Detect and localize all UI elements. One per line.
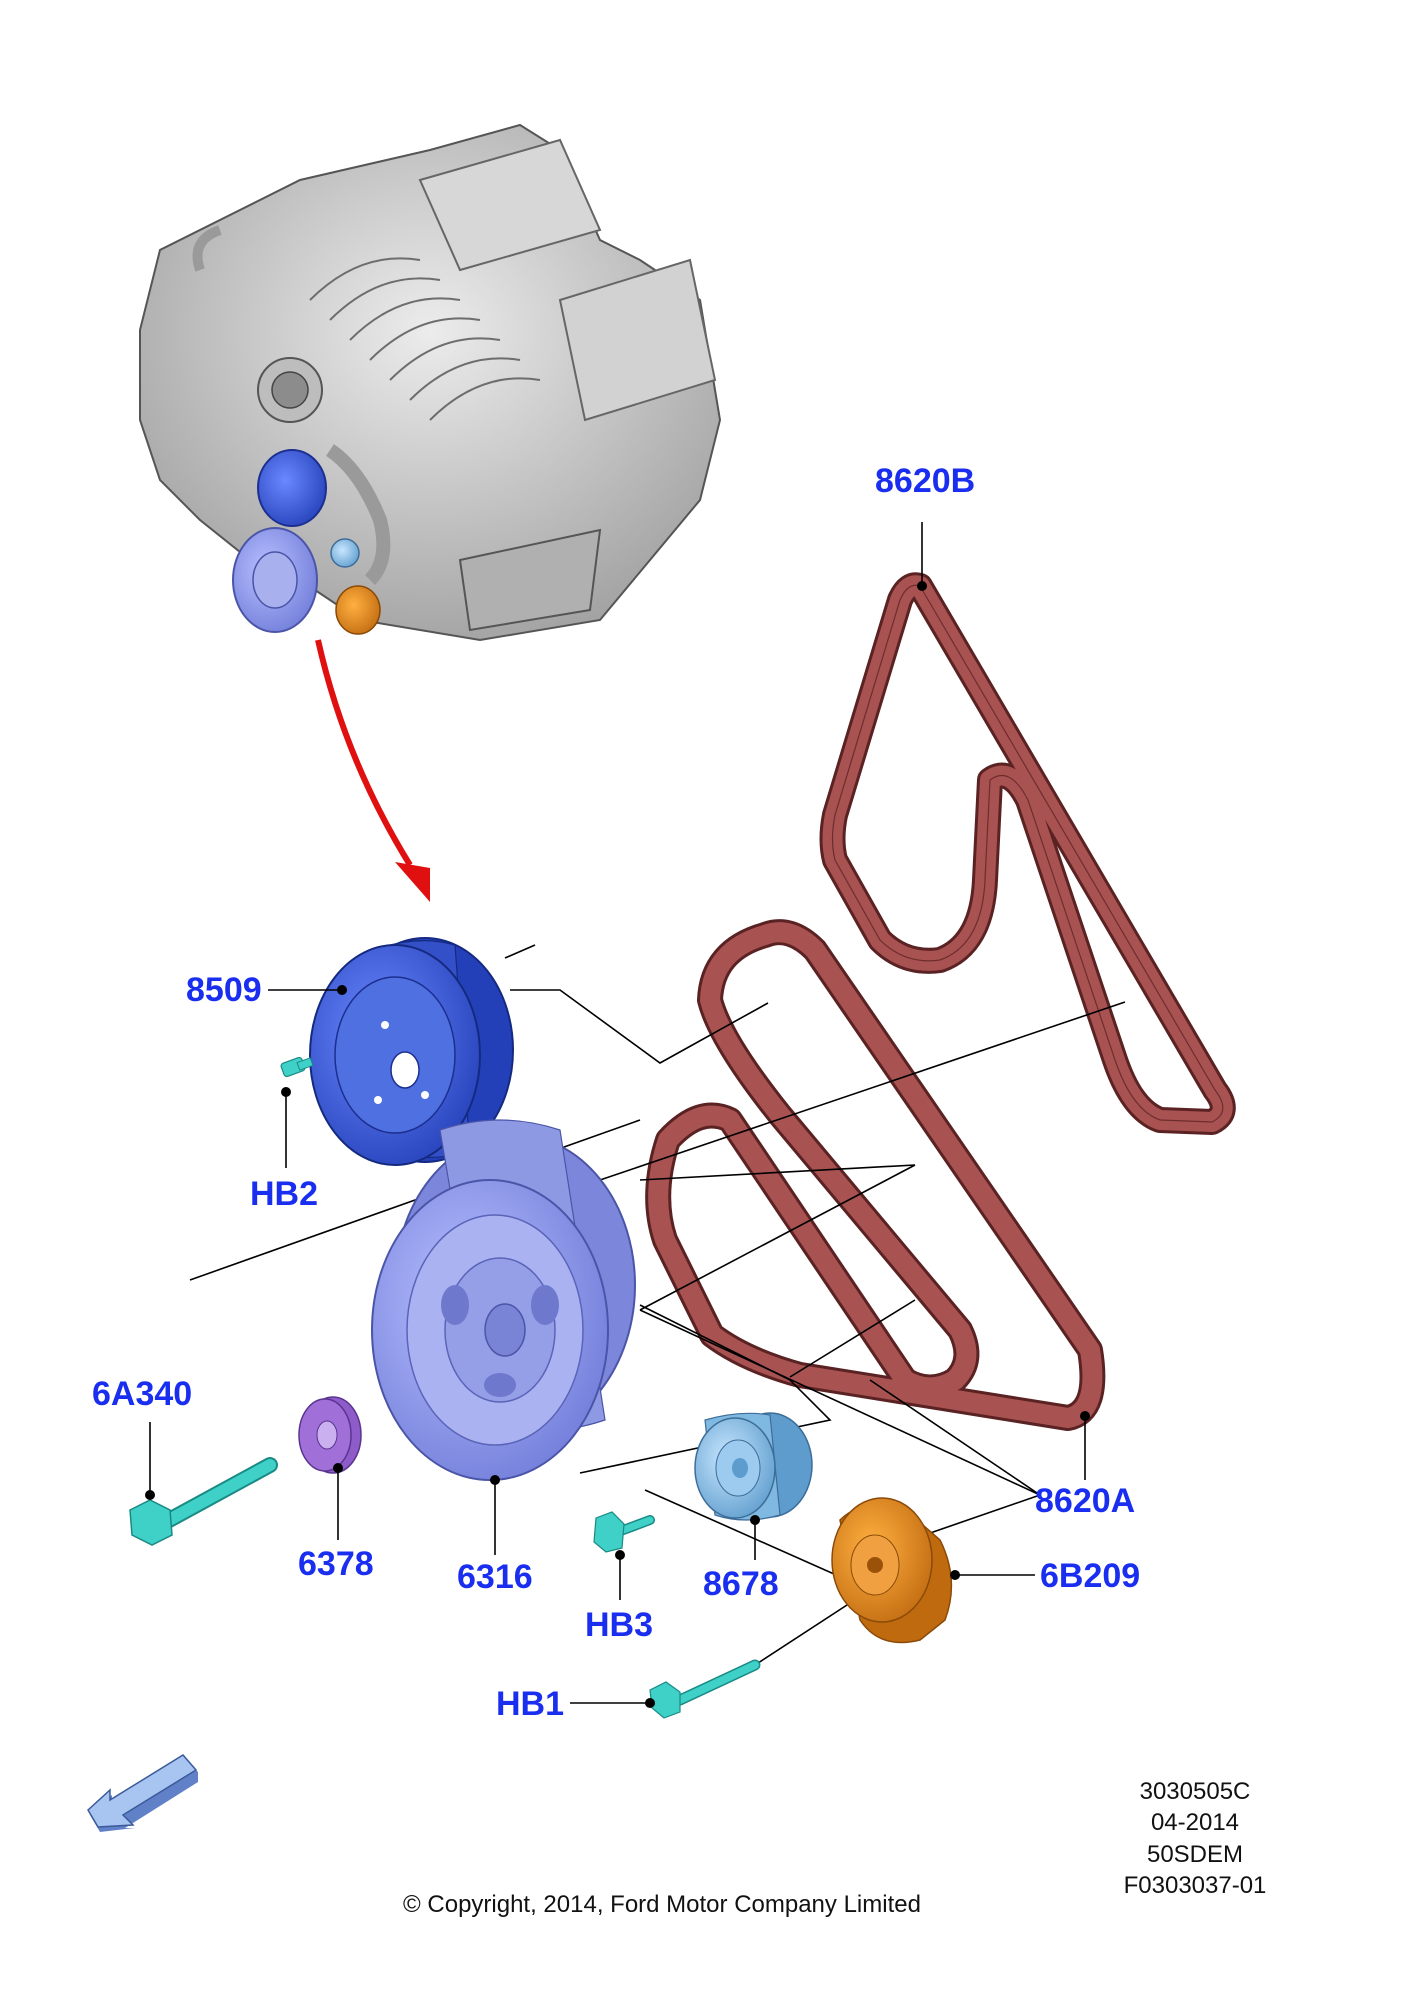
engine-water-pump-pulley (257, 449, 327, 527)
water-pump-pulley-8509 (309, 937, 514, 1166)
callout-6a340[interactable]: 6A340 (92, 1375, 192, 1413)
engine-tensioner (335, 585, 381, 635)
ref-line-2: 04-2014 (1151, 1809, 1239, 1836)
ref-line-4: F0303037-01 (1124, 1872, 1267, 1899)
red-pointer-arrow (315, 639, 430, 902)
reference-block: 3030505C 04-2014 50SDEM F0303037-01 (1124, 1778, 1267, 1899)
callout-6316[interactable]: 6316 (457, 1558, 533, 1596)
callout-8678[interactable]: 8678 (703, 1565, 779, 1603)
bolt-hb2 (280, 1056, 314, 1078)
crank-bolt-6a340 (129, 1457, 278, 1546)
idler-pulley-8678 (694, 1412, 813, 1521)
back-arrow-icon[interactable] (87, 1754, 198, 1832)
ref-line-3: 50SDEM (1147, 1841, 1243, 1868)
callout-8620b[interactable]: 8620B (875, 462, 975, 500)
washer-6378 (298, 1396, 362, 1474)
copyright-text: © Copyright, 2014, Ford Motor Company Li… (403, 1891, 921, 1918)
engine-idler (330, 538, 360, 568)
ref-line-1: 3030505C (1140, 1778, 1251, 1805)
callout-hb1[interactable]: HB1 (496, 1685, 564, 1723)
callout-leaders (145, 522, 1090, 1708)
bolt-hb1 (649, 1659, 761, 1719)
engine-illustration (139, 123, 722, 642)
belt-8620b (819, 572, 1236, 1135)
crank-pulley-6316 (371, 1119, 636, 1481)
callout-hb3[interactable]: HB3 (585, 1606, 653, 1644)
callout-6378[interactable]: 6378 (298, 1545, 374, 1583)
belt-8620a (645, 919, 1106, 1431)
tensioner-6b209 (831, 1497, 953, 1644)
callout-labels: 8620B 8620A 8509 HB2 6A340 6378 6316 HB3… (92, 462, 1140, 1723)
bolt-hb3 (593, 1511, 655, 1553)
callout-6b209[interactable]: 6B209 (1040, 1557, 1140, 1595)
callout-8620a[interactable]: 8620A (1035, 1482, 1135, 1520)
callout-hb2[interactable]: HB2 (250, 1175, 318, 1213)
callout-8509[interactable]: 8509 (186, 971, 262, 1009)
